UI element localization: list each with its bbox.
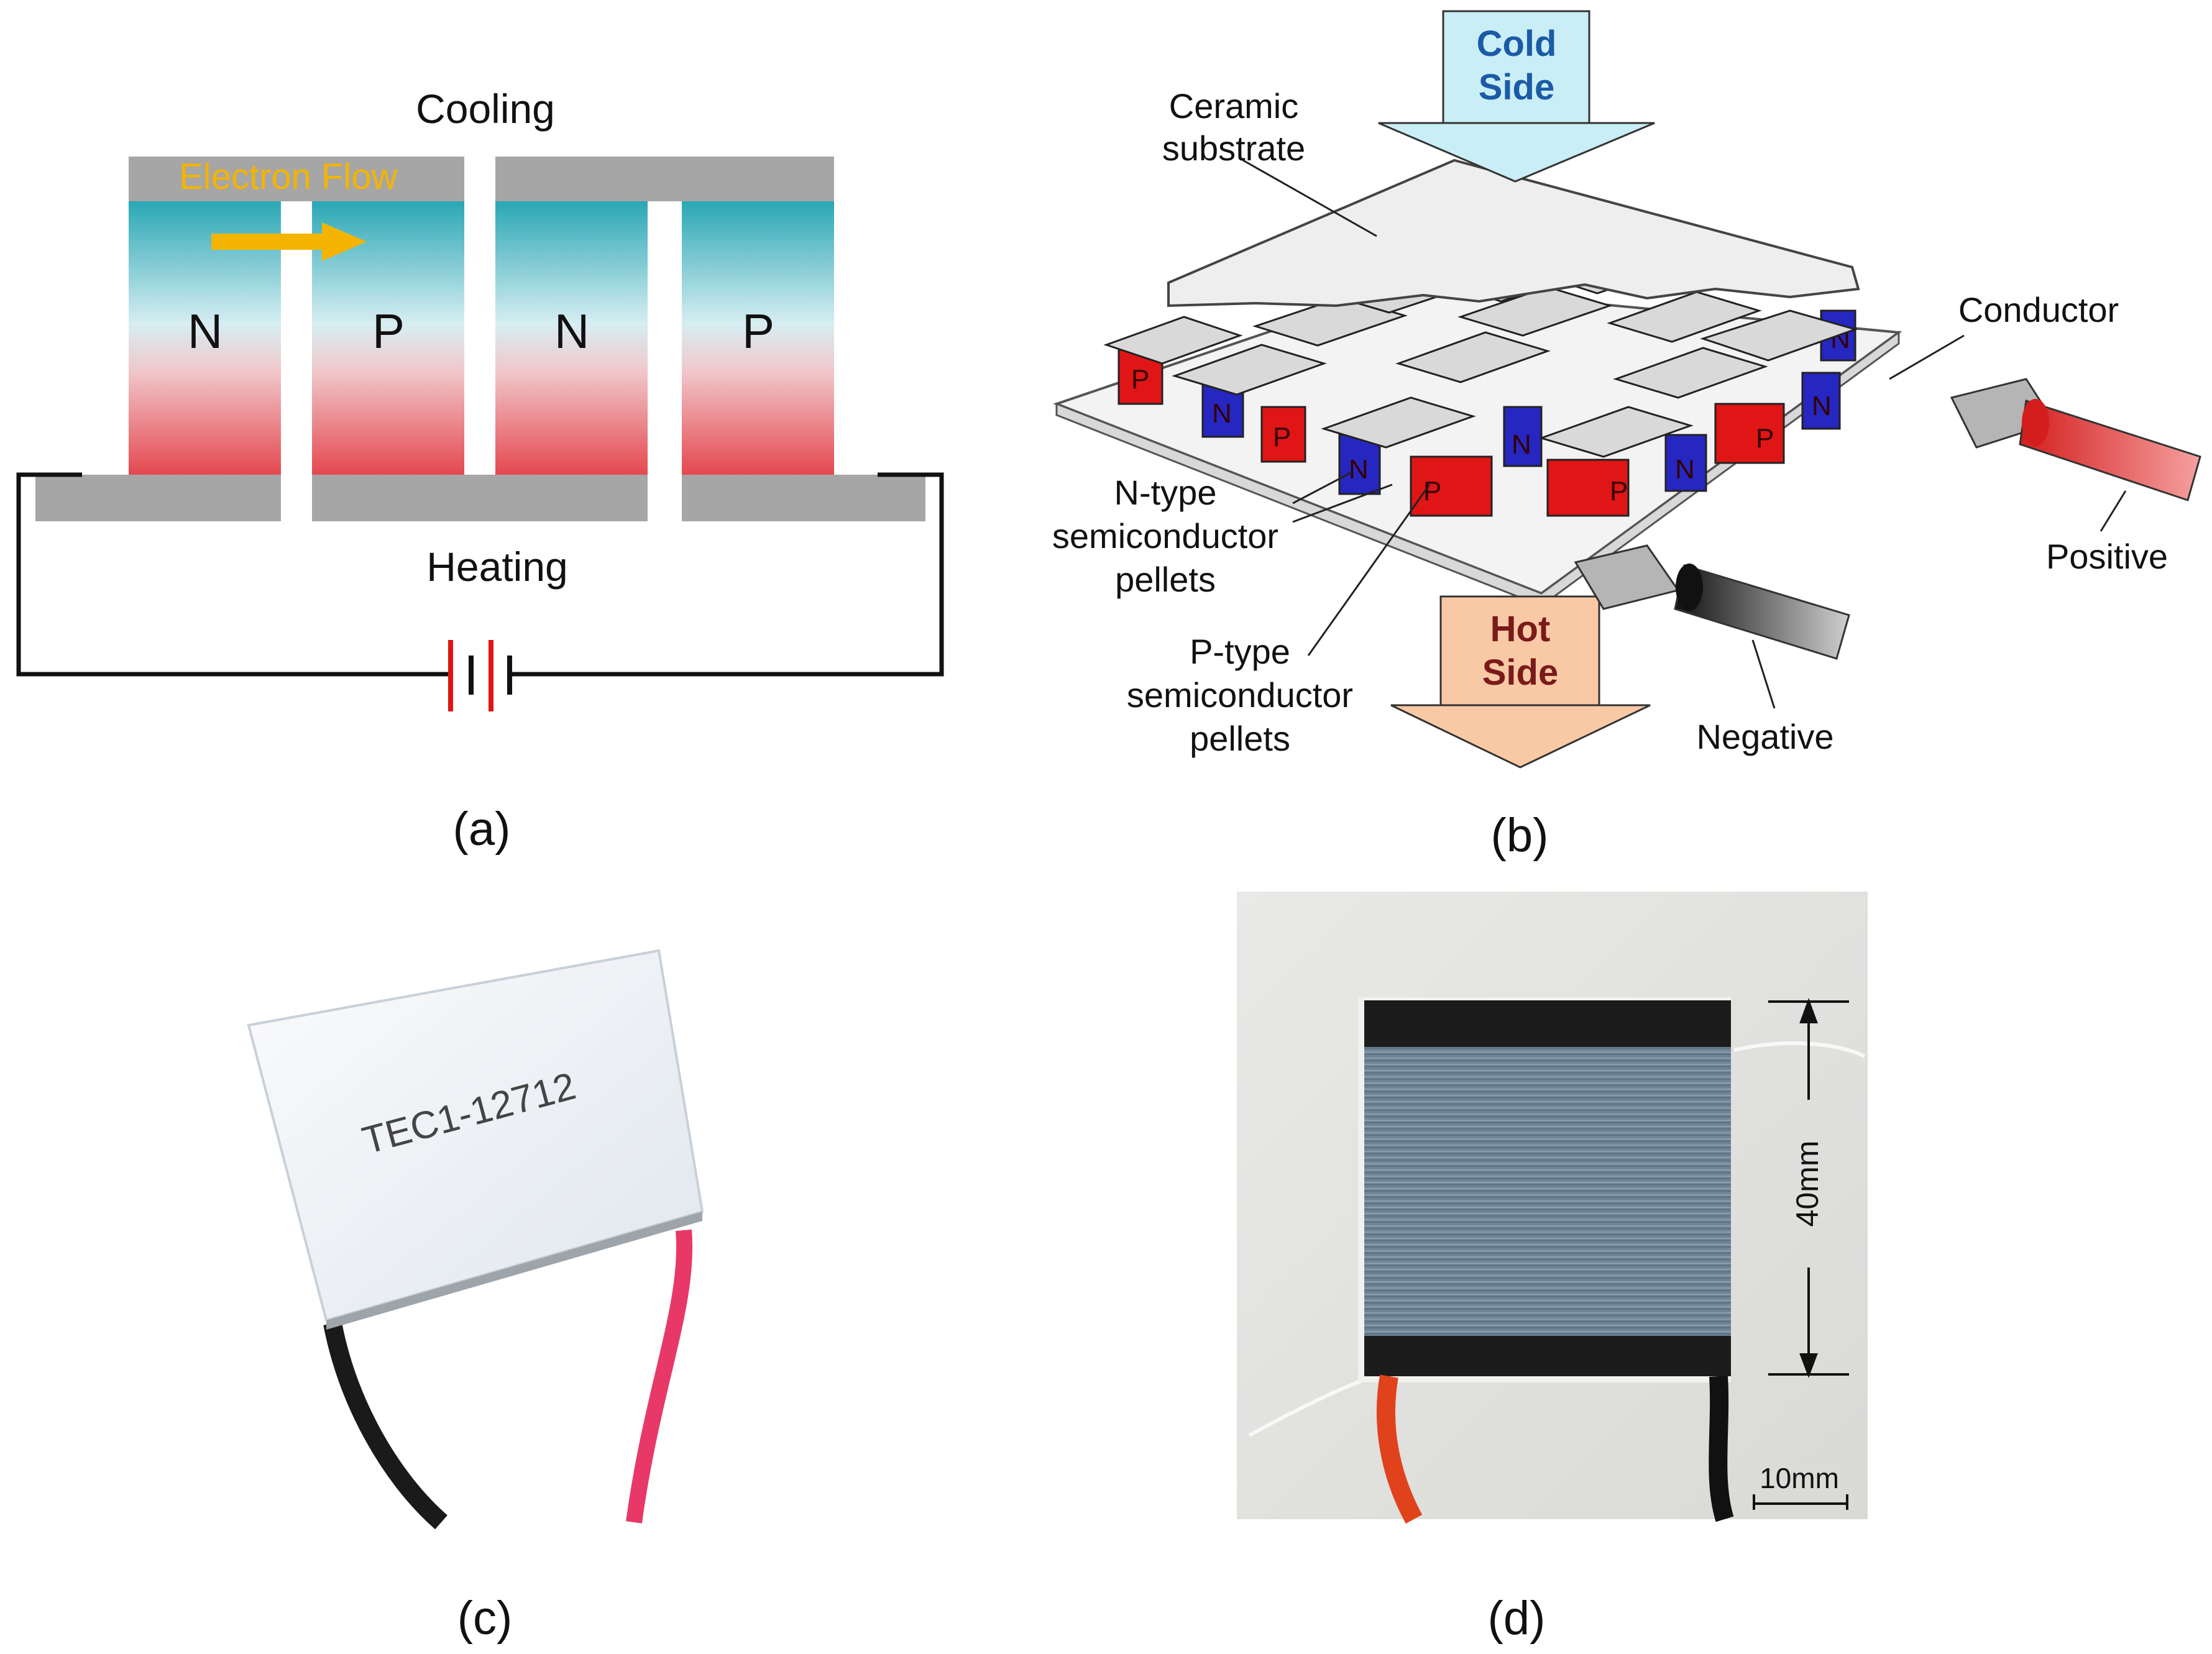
top-ceramic-plate-left xyxy=(129,157,464,201)
p-type-label-2: semiconductor xyxy=(1127,675,1353,715)
dimension-arrow xyxy=(1768,998,1849,1378)
red-lead-wire xyxy=(626,1229,693,1524)
dimension-label: 40mm xyxy=(1790,1141,1825,1227)
p-type-label-3: pellets xyxy=(1190,719,1290,758)
black-tape-bottom xyxy=(1364,1336,1731,1376)
svg-text:N: N xyxy=(1512,429,1531,460)
top-ceramic-plate-right xyxy=(495,157,834,201)
bottom-ceramic-plate-right xyxy=(682,475,925,521)
black-lead-wire xyxy=(323,1322,447,1530)
conductor-label: Conductor xyxy=(1958,290,2119,329)
black-lead-wire-d xyxy=(1709,1376,1734,1522)
caption-a: (a) xyxy=(453,803,511,856)
caption-d: (d) xyxy=(1488,1592,1546,1645)
svg-text:N: N xyxy=(1675,454,1695,485)
svg-text:P: P xyxy=(1610,476,1628,506)
positive-label: Positive xyxy=(2046,537,2168,576)
leader-lines xyxy=(1242,159,2127,709)
battery-icon xyxy=(448,640,512,711)
electron-flow-arrow xyxy=(211,222,367,261)
red-lead-wire-d xyxy=(1377,1374,1423,1524)
negative-wire xyxy=(1574,544,1850,660)
hot-side-label-2: Side xyxy=(1482,652,1559,693)
tec-module-body xyxy=(247,949,704,1322)
svg-text:P: P xyxy=(1756,423,1774,454)
ceramic-label-1: Ceramic xyxy=(1169,86,1298,126)
hot-side-arrow: Hot Side xyxy=(1390,595,1651,769)
p-pellet xyxy=(1260,406,1306,463)
svg-text:P: P xyxy=(1423,476,1441,506)
scale-bar-label: 10mm xyxy=(1760,1462,1839,1494)
svg-text:P: P xyxy=(1273,422,1291,452)
leg-label-n-2: N xyxy=(554,304,589,359)
p-pellet xyxy=(1714,403,1785,464)
black-tape-top xyxy=(1364,1000,1731,1047)
panel-a-peltier-schematic: Cooling Electron Flow N P N P Heating xyxy=(16,86,944,856)
bottom-ceramic-plate-middle xyxy=(312,475,648,521)
ceramic-label-2: substrate xyxy=(1162,129,1305,168)
p-pellet xyxy=(1410,455,1493,517)
panel-d-tec-photo-with-scale: 40mm 10mm (d) xyxy=(1237,892,1868,1645)
n-type-label-1: N-type xyxy=(1114,473,1217,512)
white-lead-wire-right xyxy=(1733,1041,1866,1058)
heating-label: Heating xyxy=(426,544,568,590)
panel-c-tec-photo: TEC1-12712 (c) xyxy=(247,949,704,1645)
panel-b-tec-module-diagram: P N P N P N P N P N N xyxy=(1052,10,2201,862)
leg-label-p-1: P xyxy=(372,304,405,359)
cooling-label: Cooling xyxy=(416,86,555,132)
scale-bar xyxy=(1753,1494,1848,1510)
svg-text:N: N xyxy=(1349,454,1369,485)
bottom-ceramic-plate-left xyxy=(35,475,281,521)
n-pellet xyxy=(1664,434,1707,492)
leg-label-n-1: N xyxy=(188,304,223,359)
n-type-label-2: semiconductor xyxy=(1052,516,1278,555)
leg-label-p-2: P xyxy=(742,304,774,359)
negative-label: Negative xyxy=(1696,717,1833,756)
hot-side-label-1: Hot xyxy=(1490,609,1551,649)
n-pellet xyxy=(1801,372,1841,430)
p-leg-2 xyxy=(682,201,834,475)
cold-side-label-2: Side xyxy=(1479,67,1555,107)
svg-text:P: P xyxy=(1131,364,1149,395)
tec-module-surface xyxy=(1364,1000,1731,1373)
p-pellet xyxy=(1546,459,1630,517)
p-type-label-1: P-type xyxy=(1190,632,1290,671)
cold-side-arrow: Cold Side xyxy=(1378,10,1655,183)
cold-side-label-1: Cold xyxy=(1477,24,1557,64)
hot-side-substrate-edge xyxy=(1055,331,1900,607)
cold-side-substrate xyxy=(1167,158,1860,308)
svg-text:N: N xyxy=(1812,391,1832,421)
circuit-wire xyxy=(16,472,944,677)
n-type-label-3: pellets xyxy=(1115,560,1216,599)
pellet-letters: P N P N P N P N P N N xyxy=(1131,324,1850,506)
n-pellet xyxy=(1503,406,1543,467)
positive-wire xyxy=(1950,378,2201,501)
electron-flow-label: Electron Flow xyxy=(179,157,398,197)
caption-b: (b) xyxy=(1491,809,1549,862)
caption-c: (c) xyxy=(457,1592,513,1645)
svg-text:N: N xyxy=(1212,398,1232,429)
tec-module-edge xyxy=(326,1212,702,1330)
n-leg-2 xyxy=(495,201,648,475)
